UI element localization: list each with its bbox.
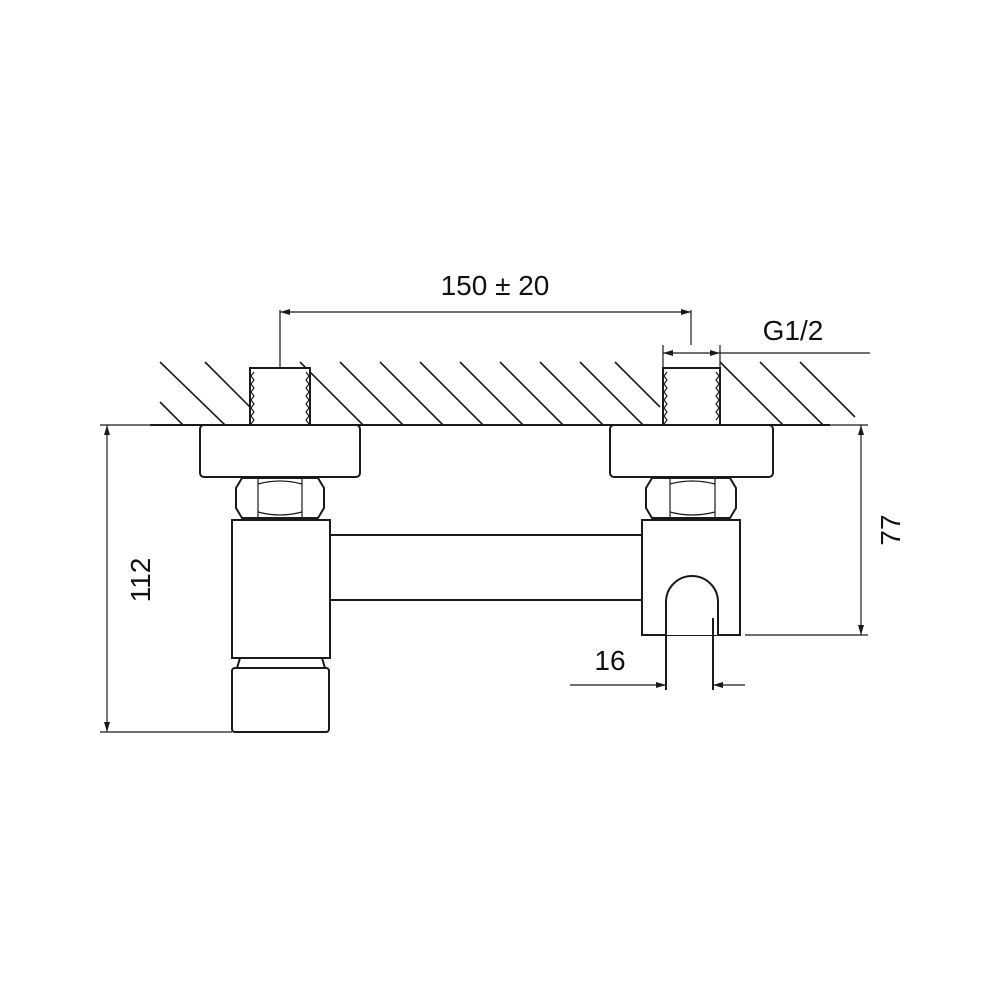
body-height-label: 77 — [875, 514, 906, 545]
total-height-dimension: 112 — [100, 424, 232, 733]
thread-dimension: G1/2 — [662, 315, 870, 368]
body-height-dimension: 77 — [745, 424, 906, 636]
thread-label: G1/2 — [763, 315, 824, 346]
spacing-dimension: 150 ± 20 — [279, 270, 692, 368]
left-threaded-pipe — [249, 367, 311, 426]
left-hex-nut — [235, 477, 325, 519]
outlet-diameter-label: 16 — [594, 645, 625, 676]
left-control-knob — [231, 657, 330, 733]
right-hex-nut — [645, 477, 737, 519]
connecting-bar — [330, 534, 642, 601]
right-threaded-pipe — [662, 367, 721, 426]
outlet-pipe — [665, 618, 714, 690]
left-wall-flange — [199, 424, 361, 478]
wall-hatching — [159, 361, 856, 425]
total-height-label: 112 — [125, 558, 156, 603]
right-holder-body — [641, 519, 741, 636]
spacing-label: 150 ± 20 — [441, 270, 550, 301]
left-valve-body — [231, 519, 331, 659]
right-wall-flange — [609, 424, 774, 478]
outlet-diameter-dimension: 16 — [570, 645, 745, 688]
